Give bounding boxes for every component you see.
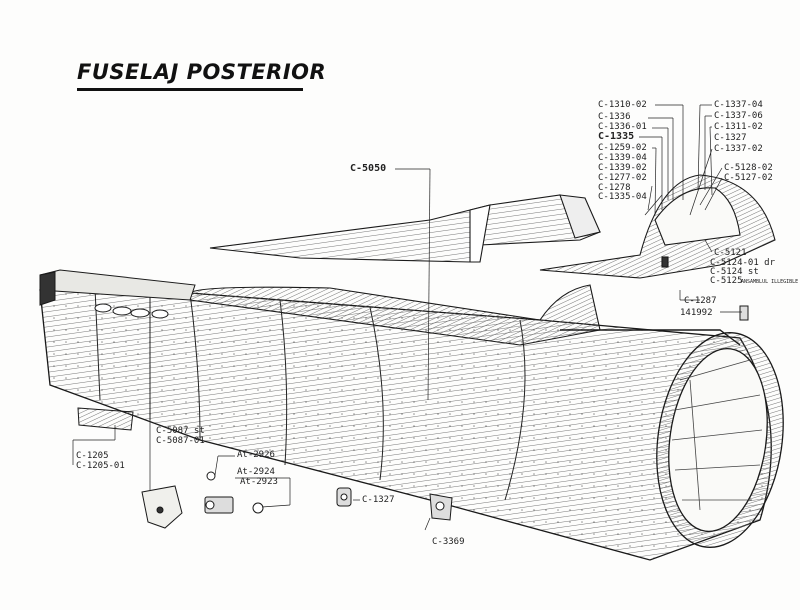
label-c1337-02: C-1337-02	[714, 144, 763, 154]
label-c1335: C-1335	[598, 131, 635, 142]
label-c5087-01: C-5087-01	[156, 436, 205, 446]
label-c5128-02: C-5128-02	[724, 163, 773, 173]
part-c1205	[77, 407, 134, 431]
label-c1259-02: C-1259-02	[598, 143, 647, 153]
label-at2923: At-2923	[240, 477, 278, 487]
drawing-title: FUSELAJ POSTERIOR	[77, 60, 327, 84]
label-c5087: C-5087 st	[156, 426, 205, 436]
label-c1336-01: C-1336-01	[598, 122, 647, 132]
label-c5125-note: ANSAMBLUL ILLEGIBLE	[741, 279, 799, 285]
canopy-fairing	[209, 194, 602, 263]
label-c1311-02: C-1311-02	[714, 122, 763, 132]
part-c1327-bottom	[336, 487, 352, 507]
label-c1327-top: C-1327	[714, 133, 747, 143]
label-c1335-04: C-1335-04	[598, 192, 647, 202]
part-c5087	[141, 485, 183, 529]
label-c1337-06: C-1337-06	[714, 111, 763, 121]
label-c3369: C-3369	[432, 537, 465, 547]
label-141992: 141992	[680, 308, 713, 318]
label-c5124: C-5124 st	[710, 267, 759, 277]
part-c1287	[739, 305, 749, 321]
cockpit-canopy	[539, 174, 776, 279]
part-at2923	[204, 471, 264, 514]
front-section	[39, 269, 196, 319]
rear-bulkhead	[656, 332, 784, 548]
part-c3369	[429, 493, 453, 521]
label-c1336: C-1336	[598, 112, 631, 122]
label-c1310-02: C-1310-02	[598, 100, 647, 110]
title-underline	[77, 88, 303, 91]
label-c1339-04: C-1339-04	[598, 153, 647, 163]
label-c5050: C-5050	[350, 163, 387, 174]
label-at2926: At-2926	[237, 450, 275, 460]
label-c1339-02: C-1339-02	[598, 163, 647, 173]
label-c5121: C-5121	[714, 248, 747, 258]
label-c1327-bottom: C-1327	[362, 495, 395, 505]
label-c1277-02: C-1277-02	[598, 173, 647, 183]
label-c1278: C-1278	[598, 183, 631, 193]
label-at2924: At-2924	[237, 467, 275, 477]
label-c5125: C-5125	[710, 276, 743, 286]
label-c5124-01: C-5124-01 dr	[710, 258, 776, 268]
label-c1205-01: C-1205-01	[76, 461, 125, 471]
label-c5127-02: C-5127-02	[724, 173, 773, 183]
label-c1337-04: C-1337-04	[714, 100, 763, 110]
label-c1287: C-1287	[684, 296, 717, 306]
label-c1205: C-1205	[76, 451, 109, 461]
